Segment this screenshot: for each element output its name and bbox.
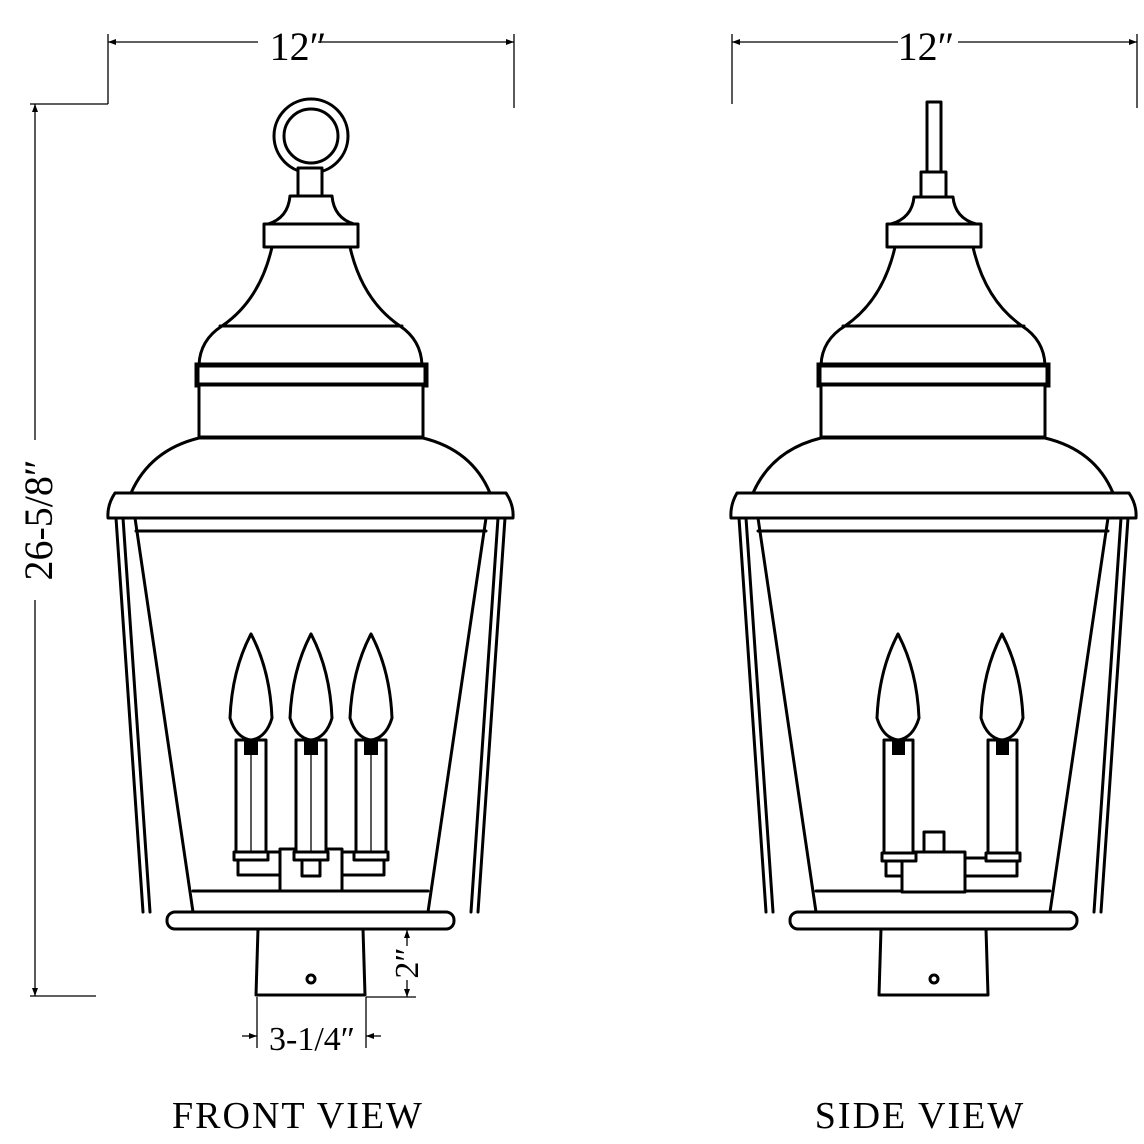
post-fitter-width-dimension: 3-1/4″ xyxy=(242,997,381,1058)
overall-height-label: 26-5/8″ xyxy=(16,459,61,580)
candle-bulb-2 xyxy=(288,632,334,862)
front-width-label: 12″ xyxy=(270,24,327,69)
hanging-loop-icon xyxy=(925,100,943,184)
post-fitter-width-label: 3-1/4″ xyxy=(269,1021,355,1058)
candle-bulb-side-1 xyxy=(875,632,921,863)
post-fitter-height-label: 2″ xyxy=(389,947,426,978)
front-width-dimension: 12″ xyxy=(107,18,515,108)
candle-cluster-side xyxy=(875,632,1025,894)
front-view-label: FRONT VIEW xyxy=(172,1095,424,1137)
side-width-dimension: 12″ xyxy=(731,18,1138,108)
side-width-label: 12″ xyxy=(898,24,955,69)
overall-height-dimension: 26-5/8″ xyxy=(14,103,108,997)
candle-bulb-side-2 xyxy=(979,632,1025,863)
front-view-lantern xyxy=(106,97,515,997)
side-view-label: SIDE VIEW xyxy=(815,1095,1025,1137)
post-fitter-height-dimension: 2″ xyxy=(366,930,426,998)
side-view-lantern xyxy=(729,100,1138,997)
candle-bulb-1 xyxy=(228,632,274,862)
candle-bulb-3 xyxy=(348,632,394,862)
candle-cluster xyxy=(228,632,394,893)
